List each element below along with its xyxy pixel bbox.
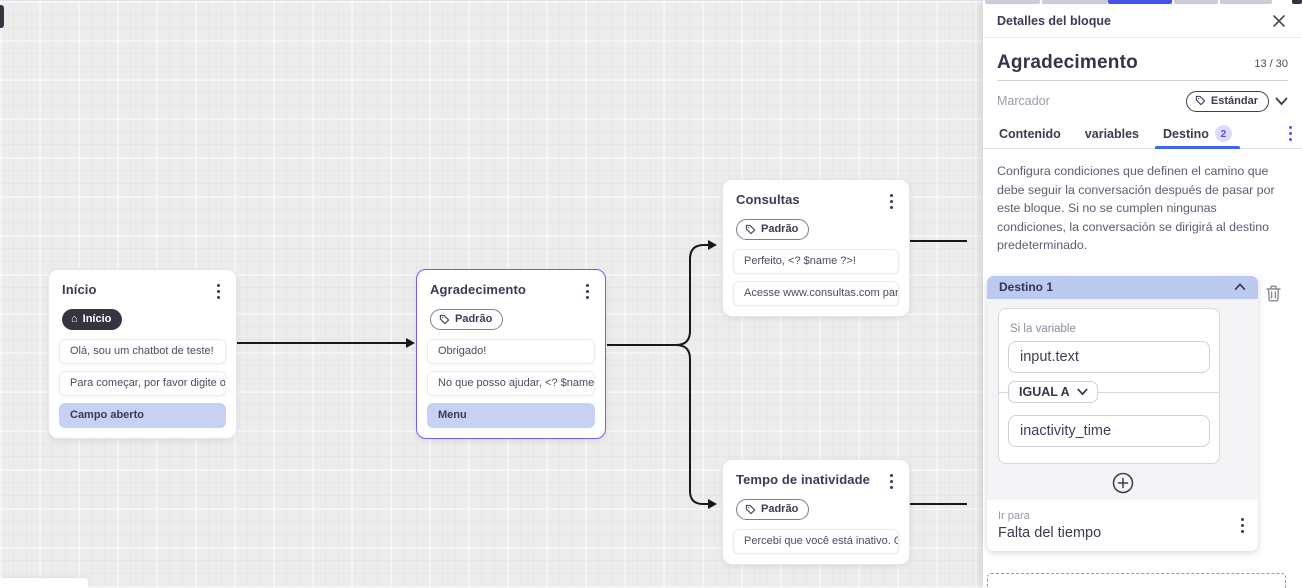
node-message[interactable]: Percebi que você está inativo. C... [733,529,899,554]
node-menu-icon[interactable] [886,472,897,491]
destination-title: Destino 1 [999,280,1054,295]
toolbar-segment [985,0,1040,4]
node-message-list: Obrigado! No que posso ajudar, <? $name … [417,330,605,438]
node-message[interactable]: Acesse www.consultas.com par... [733,281,899,306]
operator-select[interactable]: IGUAL A [1008,381,1098,404]
char-counter: 13 / 30 [1254,58,1288,70]
node-message-list: Perfeito, <? $name ?>! Acesse www.consul… [723,240,909,316]
toolbar-active-segment [1108,0,1172,4]
tag-icon [745,224,756,234]
chevron-down-icon[interactable] [1275,97,1288,106]
node-open-field[interactable]: Campo aberto [59,403,226,428]
node-title: Consultas [736,192,800,207]
badge-label: Padrão [455,313,493,325]
toolbar-dark-segment [1292,0,1302,4]
clipped-menu-button[interactable] [0,5,4,28]
add-condition-icon[interactable] [1112,472,1134,494]
destination-count-badge: 2 [1214,125,1232,142]
node-header: Tempo de inatividade [723,460,909,491]
node-message[interactable]: Olá, sou um chatbot de teste! [59,339,226,364]
tab-variables[interactable]: variables [1075,119,1149,148]
goto-value: Falta del tiempo [998,524,1102,541]
node-menu-icon[interactable] [582,282,593,301]
marker-label: Marcador [997,94,1050,108]
canvas-toolbar-stub [0,578,88,588]
close-icon[interactable] [1270,12,1288,30]
badge-label: Padrão [761,223,799,235]
tab-label: Destino [1163,126,1209,141]
clipped-toolbar-strip [983,0,1302,4]
value-input[interactable] [1008,415,1210,448]
node-header: Agradecimento [417,270,605,301]
home-icon: ⌂ [71,312,78,325]
tab-contenido[interactable]: Contenido [989,119,1071,148]
node-menu-block[interactable]: Menu [427,403,595,428]
node-menu-icon[interactable] [213,282,224,301]
node-message[interactable]: Perfeito, <? $name ?>! [733,249,899,274]
toolbar-segment [1174,0,1218,4]
variable-input[interactable] [1008,341,1210,374]
toolbar-segment [1042,0,1108,4]
condition-label: Si la variable [1010,323,1076,336]
node-message[interactable]: Para começar, por favor digite o ... [59,371,226,396]
panel-title: Detalles del bloque [997,14,1111,28]
standard-badge: Padrão [736,219,810,240]
edge-connectors [237,240,967,509]
arrowhead-icon [708,499,717,509]
node-message[interactable]: No que posso ajudar, <? $name ... [427,371,595,396]
node-message[interactable]: Obrigado! [427,339,595,364]
flow-node-tempo-inatividade[interactable]: Tempo de inatividade Padrão Percebi que … [722,459,910,565]
flow-canvas[interactable]: Início ⌂ Início Olá, sou um chatbot de t… [0,0,983,588]
block-details-panel: Detalles del bloque Agradecimento 13 / 3… [983,0,1302,588]
goto-row[interactable]: Ir para Falta del tiempo [987,500,1258,552]
flow-node-inicio[interactable]: Início ⌂ Início Olá, sou um chatbot de t… [48,269,237,439]
chevron-down-icon [1077,388,1088,396]
tag-icon [1195,95,1206,106]
tag-icon [745,504,756,514]
arrowhead-icon [708,240,717,250]
node-header: Consultas [723,180,909,211]
node-menu-icon[interactable] [886,192,897,211]
start-badge: ⌂ Início [62,309,123,330]
standard-badge: Padrão [430,309,504,330]
tab-label: Contenido [999,126,1061,141]
node-title: Início [62,282,97,297]
tag-icon [439,314,450,324]
badge-label: Início [82,313,112,325]
node-title: Agradecimento [430,282,526,297]
goto-label: Ir para [998,509,1030,522]
node-message-list: Percebi que você está inativo. C... [723,520,909,564]
node-message-list: Olá, sou um chatbot de teste! Para começ… [49,330,236,438]
tab-destino[interactable]: Destino 2 [1153,119,1242,149]
trash-icon[interactable] [1266,285,1281,302]
toolbar-segment [1220,0,1272,4]
operator-label: IGUAL A [1019,385,1070,400]
edge-agradecimento-tempo [675,344,708,505]
flow-node-consultas[interactable]: Consultas Padrão Perfeito, <? $name ?>! … [722,179,910,317]
marker-value: Estándar [1210,94,1258,107]
marker-pill[interactable]: Estándar [1185,90,1269,112]
tab-overflow-menu-icon[interactable] [1285,124,1296,143]
node-header: Início [49,270,236,301]
destination-description: Configura condiciones que definen el cam… [997,164,1275,253]
condition-card: Si la variable IGUAL A [998,308,1220,465]
node-title: Tempo de inatividade [736,472,870,487]
flow-node-agradecimento[interactable]: Agradecimento Padrão Obrigado! No que po… [416,269,606,439]
goto-menu-icon[interactable] [1237,516,1248,535]
badge-label: Padrão [761,503,799,515]
edge-agradecimento-consultas [607,244,708,346]
destination-header[interactable]: Destino 1 [987,276,1258,300]
block-name[interactable]: Agradecimento [997,52,1138,73]
add-destination-button[interactable]: Agregar destino [987,573,1286,588]
destination-card: Destino 1 Si la variable IGUAL A [987,276,1258,552]
standard-badge: Padrão [736,499,810,520]
chevron-up-icon[interactable] [1234,283,1246,291]
arrowhead-icon [406,338,415,348]
panel-tabs: Contenido variables Destino 2 [983,119,1302,149]
tab-label: variables [1084,126,1140,141]
